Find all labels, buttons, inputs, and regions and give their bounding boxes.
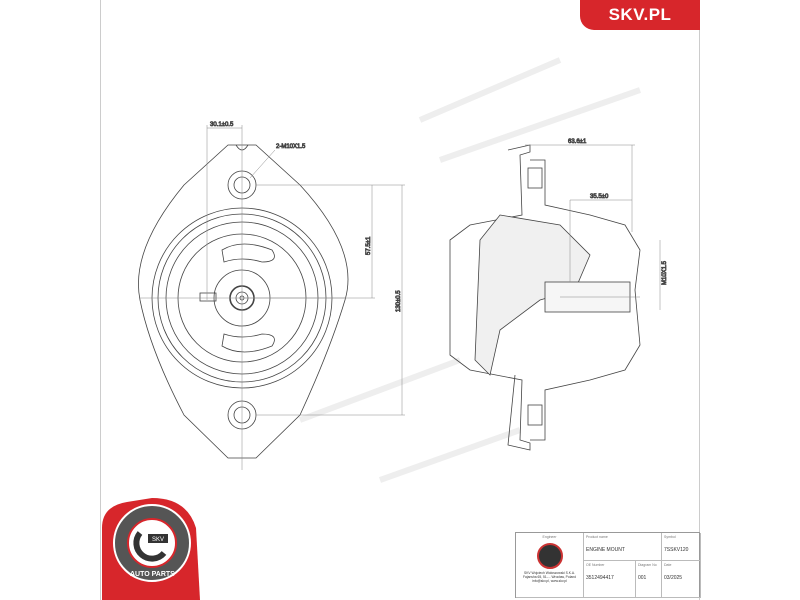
skv-logo: SKV AUTO PARTS (102, 498, 200, 600)
company-name: SKV Wojciech Wołoszowski S.K.A. (524, 571, 575, 575)
engineer-cell: Engineer SKV Wojciech Wołoszowski S.K.A.… (516, 533, 584, 598)
symbol-value: 7SSKV120 (664, 547, 689, 553)
mount-flange-outline (138, 144, 349, 459)
company-address: Fajansha 65, 51-... Wrocław, Poland (523, 575, 576, 579)
symbol-label: Symbol (664, 535, 676, 539)
brand-badge[interactable]: SKV.PL (580, 0, 700, 30)
symbol-cell: Symbol 7SSKV120 (662, 533, 701, 561)
dim-thread-bolts: 2-M10X1.5 (276, 144, 306, 150)
date-value: 03/2025 (664, 575, 683, 581)
engineer-label: Engineer (542, 535, 557, 539)
date-label: Date (664, 563, 672, 567)
logo-bottom-text: AUTO PARTS (130, 571, 175, 578)
oe-value: 3512494417 (586, 575, 614, 581)
product-cell: Product name ENGINE MOUNT (584, 533, 662, 561)
dim-overall-height: 63.6±1 (568, 139, 587, 145)
date-cell: Date 03/2025 (662, 561, 701, 598)
logo-center-text: SKV (152, 537, 164, 543)
product-label: Product name (586, 535, 608, 539)
dim-top-offset: 30.1±0.5 (210, 122, 234, 128)
diagram-cell: Diagram No 001 (636, 561, 662, 598)
dim-center-thread: M10X1.5 (662, 260, 668, 285)
dim-bolt-spacing: 130±0.5 (396, 290, 402, 312)
watermark (298, 57, 641, 483)
diagram-value: 001 (638, 575, 647, 581)
front-view (138, 125, 405, 470)
engineer-logo (536, 543, 563, 569)
side-section-view (449, 144, 661, 451)
title-block: Engineer SKV Wojciech Wołoszowski S.K.A.… (515, 532, 701, 598)
diagram-label: Diagram No (638, 563, 657, 567)
company-contact: info@skv.pl, www.skv.pl (532, 579, 567, 583)
product-value: ENGINE MOUNT (586, 547, 625, 553)
dim-stud-height: 35.5±0 (590, 194, 609, 200)
drawing-frame (100, 0, 700, 600)
oe-label: OE Number (586, 563, 605, 567)
dim-center-to-bolt: 57.5±1 (366, 236, 372, 255)
oe-cell: OE Number 3512494417 (584, 561, 636, 598)
